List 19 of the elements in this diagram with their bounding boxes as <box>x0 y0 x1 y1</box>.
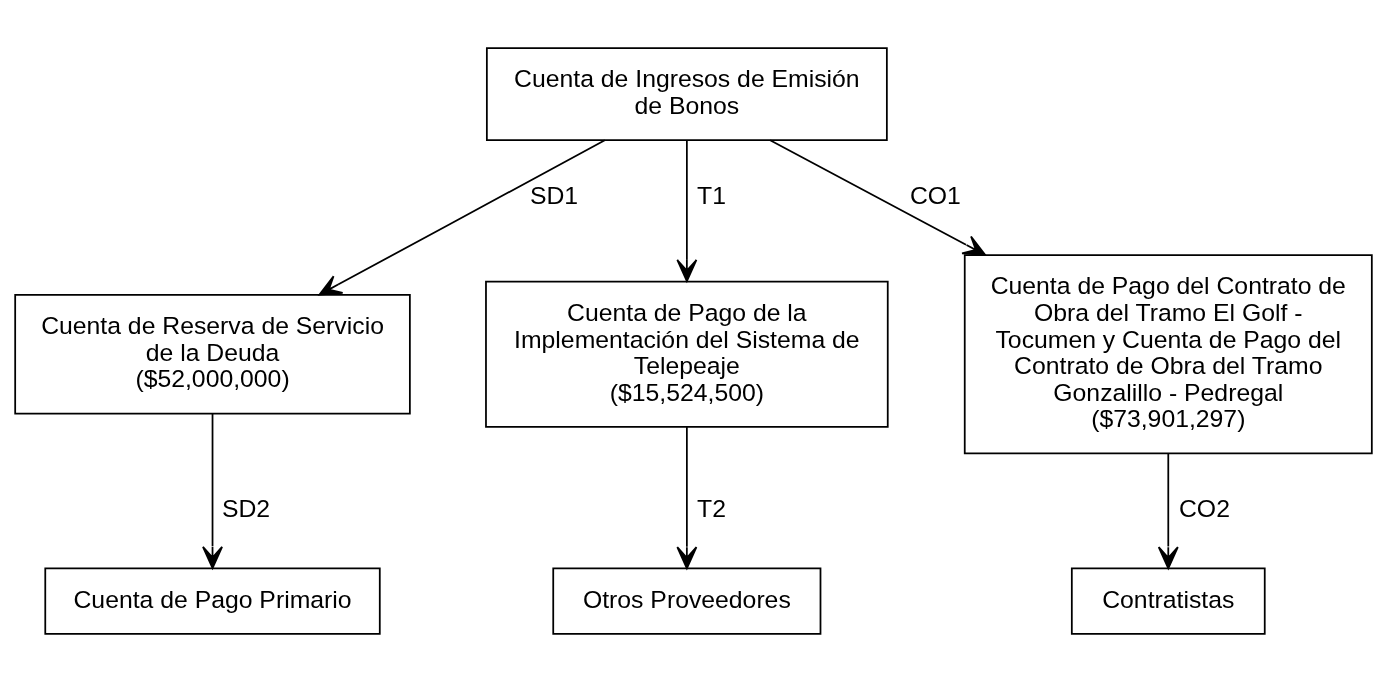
edge-label: CO1 <box>909 181 961 209</box>
arrow <box>202 412 223 569</box>
edge-label: SD1 <box>529 181 579 209</box>
edge-label: SD2 <box>221 494 271 522</box>
node-box: Cuenta de Pago del Contrato de Obra del Tramo El Golf - Tocumen y Cuenta de Pago del Contrato de Obra del Tramo Gonzalillo - Pedregal ($73,901,297) <box>963 253 1373 454</box>
edge-label: T2 <box>697 494 726 522</box>
arrow <box>676 425 698 569</box>
arrow <box>1157 452 1179 569</box>
node-box: Otros Proveedores <box>552 567 822 635</box>
arrow <box>769 138 987 256</box>
node-box: Cuenta de Pago de la Implementación del Sistema de Telepeaje ($15,524,500) <box>485 280 889 428</box>
node-box: Cuenta de Pago Primario <box>44 567 381 635</box>
arrow <box>318 138 606 296</box>
edge-label: T1 <box>697 181 726 209</box>
arrow <box>676 139 698 282</box>
node-box: Cuenta de Ingresos de Emisión de Bonos <box>485 46 888 141</box>
edge-label: CO2 <box>1178 494 1230 522</box>
node-box: Cuenta de Reserva de Servicio de la Deuda ($52,000,000) <box>14 293 411 414</box>
node-box: Contratistas <box>1070 567 1266 635</box>
